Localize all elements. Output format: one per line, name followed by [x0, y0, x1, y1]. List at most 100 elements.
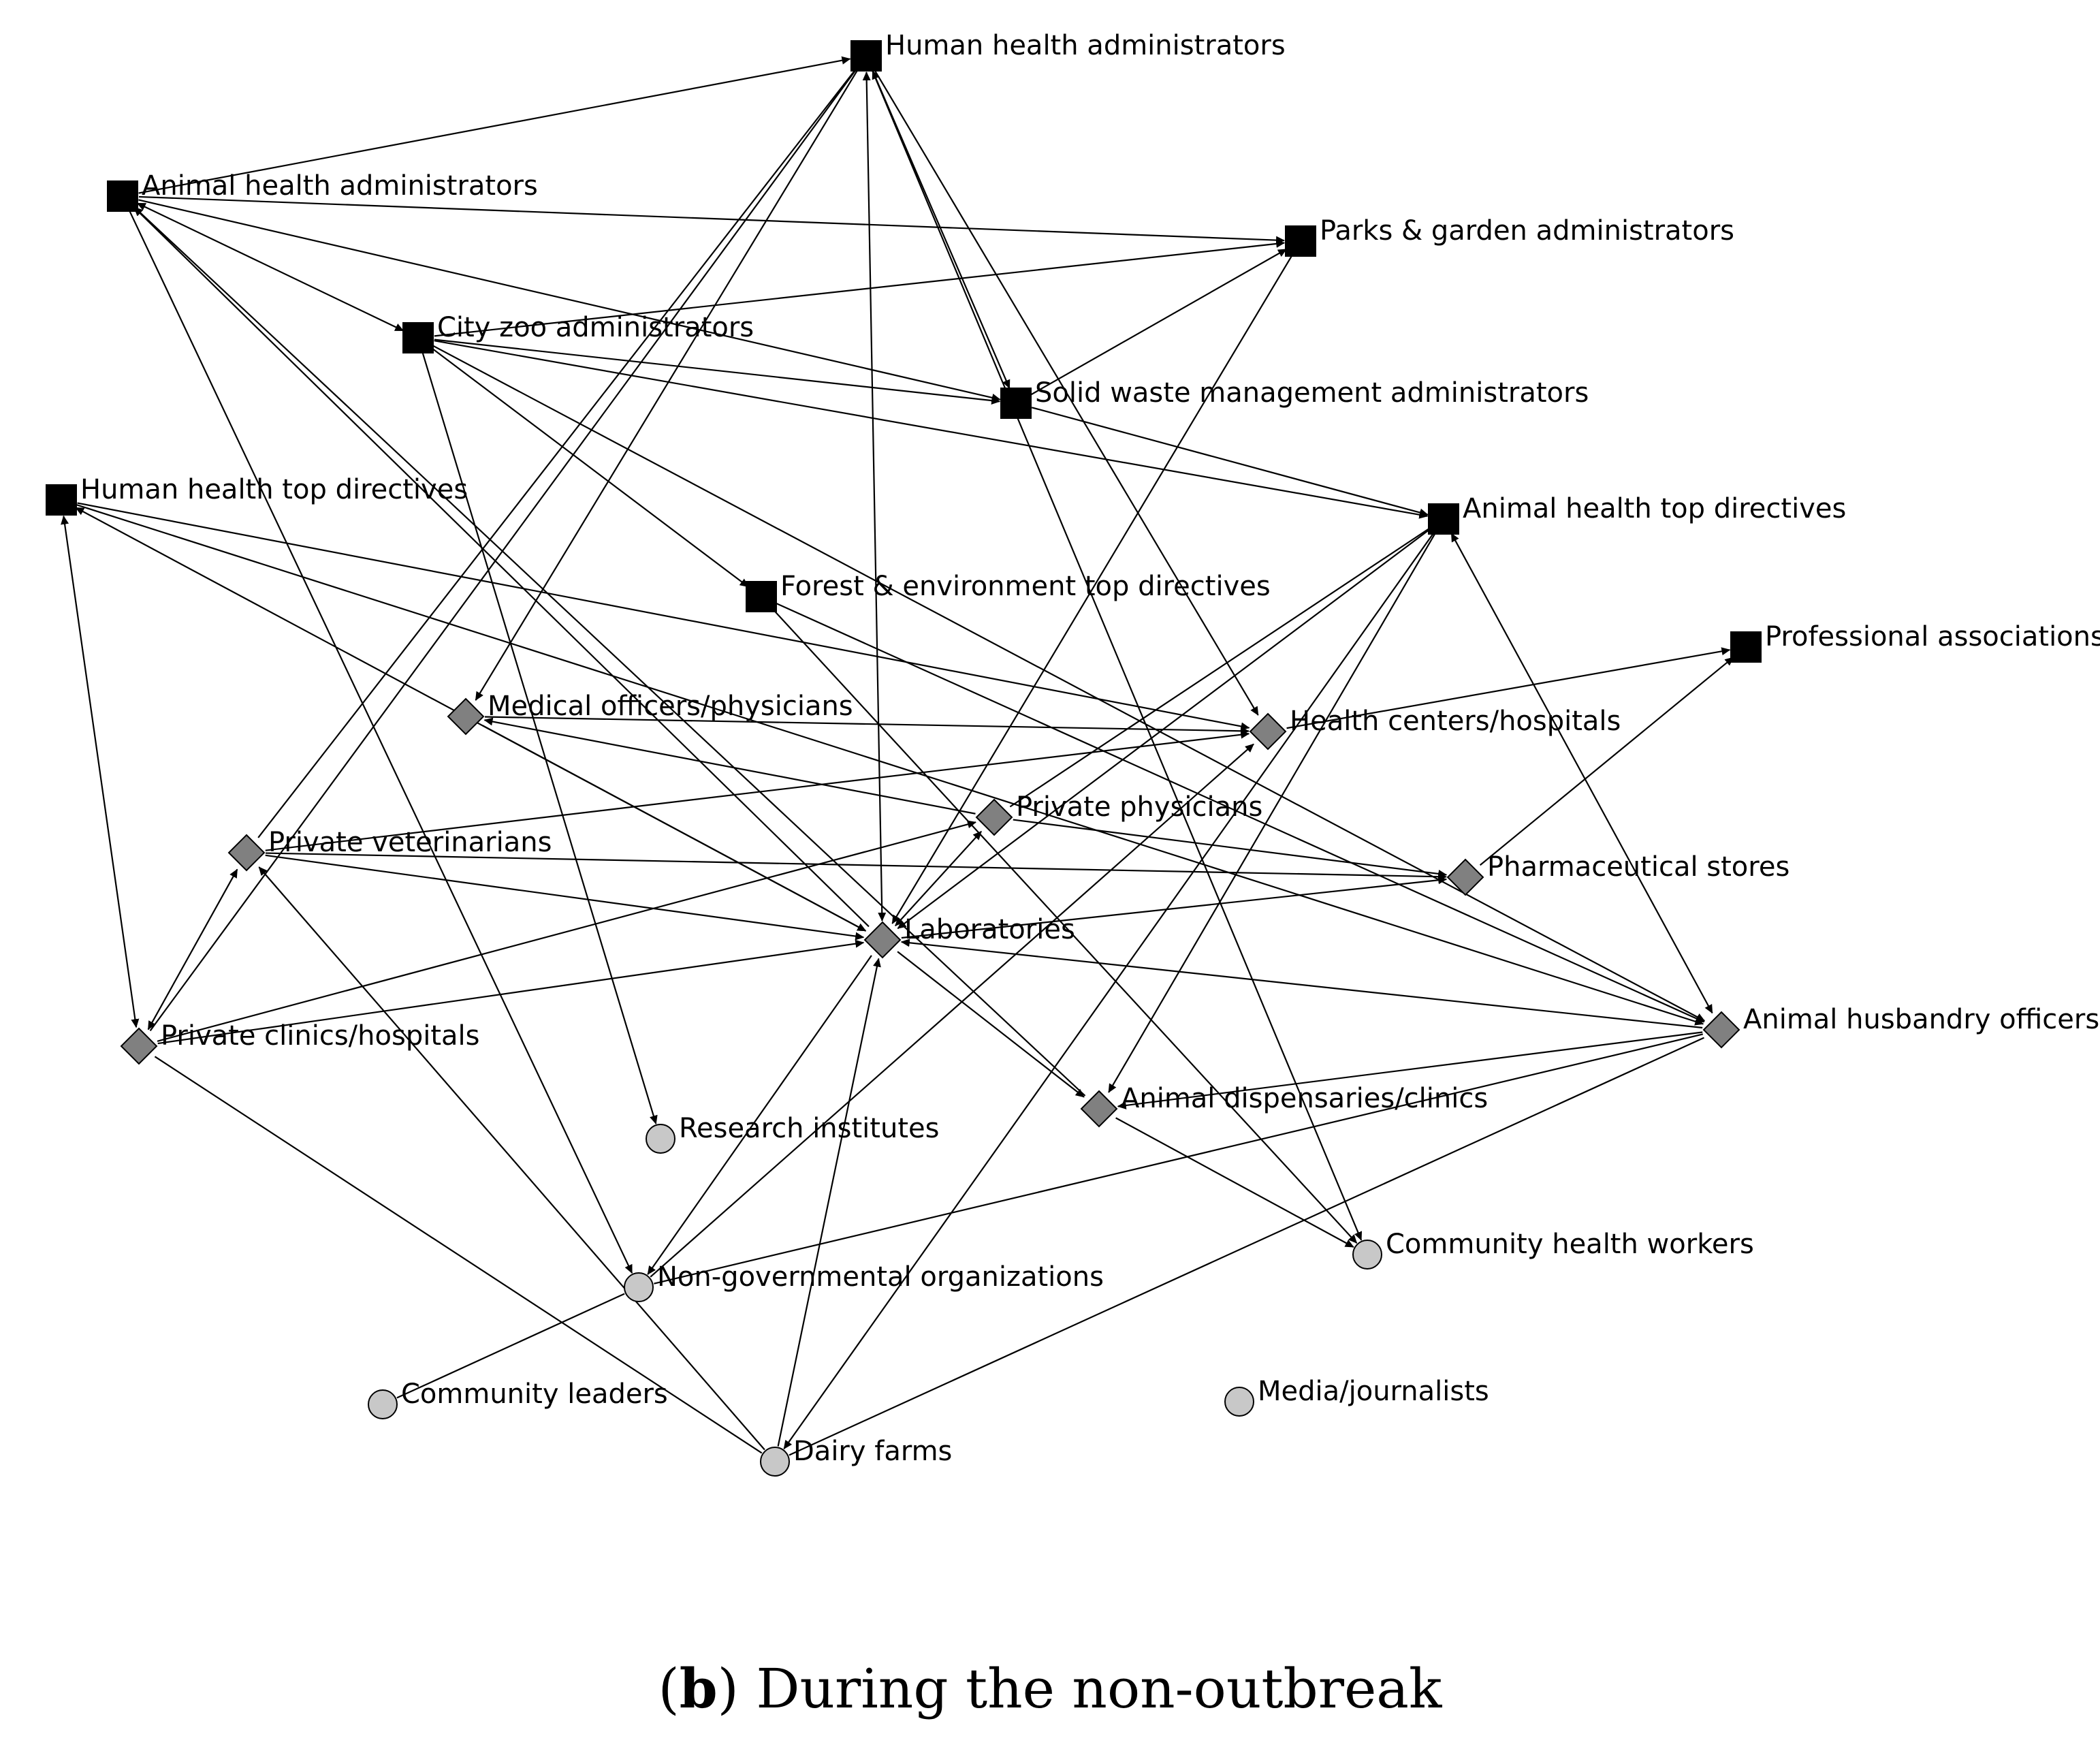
diamond-node-marker [447, 697, 485, 736]
edge-hha-hch [874, 69, 1259, 716]
edge-aha-pga [138, 195, 1286, 245]
edge-pp-ps [1013, 819, 1448, 878]
edge-hha-lab [862, 71, 887, 922]
square-node-marker [1730, 631, 1762, 663]
node-mop: Medical officers/physicians [447, 691, 853, 736]
node-pch: Private clinics/hospitals [120, 1020, 479, 1065]
edge-ps-pa [1479, 657, 1734, 866]
diamond-node-marker [975, 798, 1013, 836]
node-pv: Private veterinarians [227, 827, 552, 872]
caption-open: ( [658, 1657, 680, 1720]
circle-node-marker [1352, 1240, 1382, 1270]
edge-hhtd-aho [76, 504, 1704, 1026]
node-label-ngo: Non-governmental organizations [657, 1261, 1104, 1293]
node-lab: Laboratories [863, 914, 1075, 959]
edge-pp-mop [483, 717, 976, 815]
edge-cza-pga [434, 239, 1286, 337]
node-aho: Animal husbandry officers [1702, 1004, 2099, 1049]
edge-pv-ps [265, 852, 1448, 881]
edge-pch-lab [157, 939, 865, 1045]
node-aha: Animal health administrators [107, 170, 538, 212]
edge-swm-pga [1030, 248, 1288, 396]
edge-cza-ahtd [434, 340, 1429, 519]
node-pa: Professional associations [1730, 621, 2100, 663]
edge-lab-aho [900, 939, 1703, 1029]
edge-adc-chw [1115, 1117, 1354, 1248]
node-mj: Media/journalists [1224, 1376, 1489, 1417]
node-label-ps: Pharmaceutical stores [1487, 851, 1789, 883]
node-label-mj: Media/journalists [1258, 1376, 1489, 1407]
edge-cza-ri [421, 353, 658, 1124]
node-label-df: Dairy farms [793, 1436, 952, 1467]
edge-aha-cza [136, 202, 404, 332]
node-hha: Human health administrators [850, 30, 1286, 72]
node-ps: Pharmaceutical stores [1446, 851, 1789, 896]
node-adc: Animal dispensaries/clinics [1080, 1083, 1488, 1128]
diamond-node-marker [1080, 1090, 1118, 1128]
node-chw: Community health workers [1352, 1229, 1754, 1270]
edge-pch-hha [149, 68, 857, 1032]
edge-lab-ps [901, 876, 1448, 939]
edge-aha-hha [138, 56, 851, 194]
node-ri: Research institutes [646, 1113, 939, 1154]
node-hhtd: Human health top directives [46, 474, 468, 516]
diamond-node-marker [1249, 712, 1287, 751]
diamond-node-marker [863, 921, 902, 959]
node-label-fetd: Forest & environment top directives [780, 571, 1271, 602]
edge-mop-hch [484, 716, 1250, 736]
diamond-node-marker [1702, 1011, 1740, 1049]
circle-node-marker [624, 1272, 654, 1302]
edge-ahtd-lab [897, 528, 1431, 930]
node-label-pp: Private physicians [1016, 791, 1262, 823]
node-hch: Health centers/hospitals [1249, 706, 1621, 751]
edge-pch-df [154, 1056, 763, 1454]
edge-lab-ngo [647, 955, 872, 1275]
edge-cza-fetd [430, 347, 749, 588]
node-label-mop: Medical officers/physicians [488, 691, 853, 722]
figure-caption: (b) During the non-outbreak [0, 1656, 2100, 1720]
edge-ngo-cl [396, 1293, 625, 1399]
node-label-hch: Health centers/hospitals [1290, 706, 1621, 737]
square-node-marker [746, 581, 777, 612]
node-cza: City zoo administrators [402, 312, 754, 353]
edge-lab-adc [897, 951, 1085, 1098]
edge-aho-df [789, 1037, 1704, 1456]
node-label-swm: Solid waste management administrators [1035, 377, 1589, 409]
node-cl: Community leaders [368, 1378, 668, 1419]
edge-aha-lab [133, 206, 870, 928]
square-node-marker [1285, 225, 1316, 257]
caption-letter: b [679, 1656, 718, 1720]
circle-node-marker [760, 1447, 790, 1477]
diamond-node-marker [227, 834, 266, 872]
node-label-ahtd: Animal health top directives [1463, 493, 1846, 524]
edge-aha-swm [138, 199, 1001, 402]
edge-hha-mop [475, 69, 859, 701]
edge-swm-ahtd [1031, 407, 1429, 517]
node-label-pga: Parks & garden administrators [1320, 215, 1734, 247]
edge-pp-lab [895, 830, 982, 927]
node-label-aha: Animal health administrators [142, 170, 538, 202]
edge-pga-lab [891, 255, 1293, 924]
square-node-marker [46, 484, 77, 516]
edge-pv-lab [265, 854, 865, 941]
edge-ahtd-aho [1450, 533, 1713, 1014]
edge-mop-lab [482, 725, 867, 932]
edges-layer [61, 56, 1734, 1456]
diamond-node-marker [1446, 858, 1484, 896]
square-node-marker [1428, 503, 1459, 535]
edge-pch-pp [157, 820, 976, 1042]
edge-swm-hha [872, 70, 1011, 389]
node-ngo: Non-governmental organizations [624, 1261, 1104, 1302]
node-label-aho: Animal husbandry officers [1743, 1004, 2099, 1035]
edge-fetd-chw [771, 608, 1358, 1244]
edge-ahtd-adc [1108, 533, 1436, 1093]
edge-aho-ngo [654, 1033, 1704, 1285]
edge-ahtd-pp [1009, 527, 1431, 808]
node-label-hha: Human health administrators [885, 30, 1286, 61]
edge-ahtd-df [783, 531, 1435, 1450]
edge-ngo-hch [650, 743, 1254, 1278]
edge-hha-chw [872, 70, 1363, 1241]
